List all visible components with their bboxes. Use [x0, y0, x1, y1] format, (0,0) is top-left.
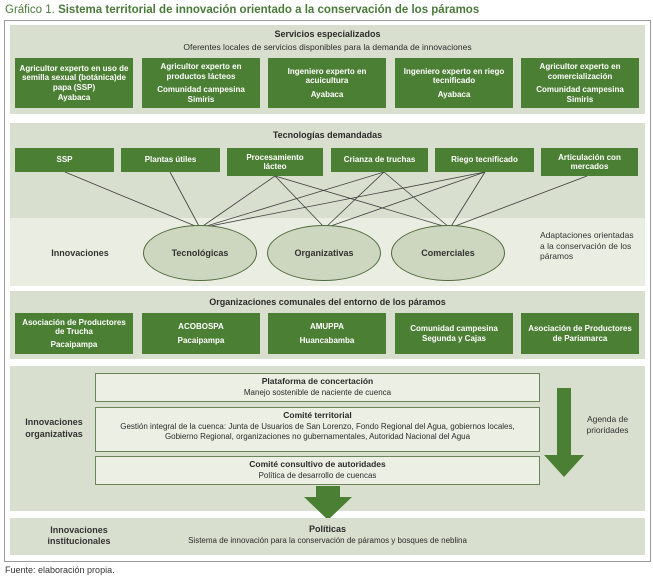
platform-box: Plataforma de concertación Manejo sosten…: [95, 373, 540, 402]
down-arrow: [304, 486, 352, 520]
agenda-arrow: [544, 388, 584, 477]
figure-number: Gráfico 1.: [5, 4, 55, 16]
service-place: Comunidad campesina Simiris: [536, 85, 624, 104]
technology-box-irrigation: Riego tecnificado: [435, 148, 534, 172]
org-box-pariamarca: Asociación de Productores de Pariamarca: [521, 313, 639, 354]
service-label: Agricultor experto en comercialización: [539, 62, 621, 81]
committee-title: Comité territorial: [283, 410, 352, 420]
platform-desc: Manejo sostenible de naciente de cuenca: [243, 388, 392, 397]
services-subheading: Oferentes locales de servicios disponibl…: [183, 42, 472, 52]
technology-label: Procesamiento lácteo: [246, 152, 304, 172]
innovations-label: Innovaciones: [51, 248, 109, 258]
org-place: Pacaipampa: [177, 335, 225, 345]
institutional-label: Innovaciones institucionales: [47, 525, 111, 546]
technology-label: Riego tecnificado: [451, 155, 518, 165]
committee-desc: Gestión integral de la cuenca: Junta de …: [120, 422, 515, 441]
ellipse-organizational: Organizativas: [267, 225, 381, 281]
service-box-dairy: Agricultor experto en productos lácteos …: [142, 58, 260, 108]
org-box-acobospa: ACOBOSPA Pacaipampa: [142, 313, 260, 354]
service-box-commerce: Agricultor experto en comercialización C…: [521, 58, 639, 108]
org-label: Asociación de Productores de Pariamarca: [528, 324, 632, 343]
ellipse-label: Tecnológicas: [171, 248, 229, 258]
technologies-heading: Tecnologías demandadas: [272, 130, 383, 140]
connector-lines: [64, 171, 588, 229]
org-box-amuppa: AMUPPA Huancabamba: [268, 313, 386, 354]
org-label: ACOBOSPA: [178, 322, 224, 331]
authorities-title: Comité consultivo de autoridades: [249, 459, 386, 469]
service-place: Ayabaca: [57, 93, 91, 102]
org-place: Pacaipampa: [50, 339, 98, 349]
territorial-committee-box: Comité territorial Gestión integral de l…: [95, 407, 540, 452]
service-place: Ayabaca: [310, 89, 344, 99]
org-label: AMUPPA: [309, 322, 345, 331]
authorities-committee-box: Comité consultivo de autoridades Polític…: [95, 456, 540, 485]
org-label: Asociación de Productores de Trucha: [22, 317, 126, 337]
service-place: Comunidad campesina Simiris: [157, 85, 245, 104]
service-box-ssp: Agricultor experto en uso de semilla sex…: [15, 58, 133, 108]
service-box-aquaculture: Ingeniero experto en acuicultura Ayabaca: [268, 58, 386, 108]
source-note: Fuente: elaboración propia.: [5, 565, 115, 575]
service-label: Agricultor experto en uso de semilla sex…: [19, 63, 129, 92]
technology-label: SSP: [56, 155, 73, 165]
technology-box-plants: Plantas útiles: [121, 148, 220, 172]
org-box-trout-association: Asociación de Productores de Trucha Paca…: [15, 313, 133, 354]
org-label: Comunidad campesina Segunda y Cajas: [410, 324, 498, 343]
technologies-band: [10, 123, 645, 218]
ellipse-label: Organizativas: [294, 248, 354, 258]
agenda-label: Agenda de prioridades: [586, 414, 629, 435]
ellipse-label: Comerciales: [421, 248, 475, 258]
ellipse-technological: Tecnológicas: [143, 225, 257, 281]
service-label: Ingeniero experto en riego tecnificado: [403, 66, 505, 86]
technology-box-markets: Articulación con mercados: [541, 148, 638, 176]
adaptations-note: Adaptaciones orientadas a la conservació…: [540, 230, 634, 261]
org-place: Huancabamba: [299, 335, 355, 345]
service-box-irrigation: Ingeniero experto en riego tecnificado A…: [395, 58, 513, 108]
technology-box-dairy: Procesamiento lácteo: [227, 148, 323, 176]
figure-title-text: Sistema territorial de innovación orient…: [58, 4, 480, 16]
technology-label: Articulación con mercados: [558, 152, 621, 172]
ellipse-commercial: Comerciales: [391, 225, 505, 281]
org-box-segunda-cajas: Comunidad campesina Segunda y Cajas: [395, 313, 513, 354]
service-label: Ingeniero experto en acuicultura: [287, 66, 367, 86]
organizations-heading: Organizaciones comunales del entorno de …: [209, 297, 446, 307]
service-place: Ayabaca: [437, 89, 471, 99]
platform-title: Plataforma de concertación: [261, 376, 374, 386]
authorities-desc: Política de desarrollo de cuencas: [258, 471, 377, 480]
services-heading: Servicios especializados: [274, 29, 381, 39]
technology-box-ssp: SSP: [15, 148, 114, 172]
figure-title: Gráfico 1. Sistema territorial de innova…: [5, 4, 479, 16]
technology-label: Crianza de truchas: [343, 155, 416, 165]
service-label: Agricultor experto en productos lácteos: [160, 62, 242, 81]
technology-box-trout: Crianza de truchas: [331, 148, 428, 172]
institutional-band: [10, 518, 645, 555]
technology-label: Plantas útiles: [144, 155, 197, 165]
policies-title: Políticas: [308, 524, 346, 534]
org-innovations-label: Innovaciones organizativas: [25, 417, 83, 439]
policies-desc: Sistema de innovación para la conservaci…: [188, 536, 467, 545]
